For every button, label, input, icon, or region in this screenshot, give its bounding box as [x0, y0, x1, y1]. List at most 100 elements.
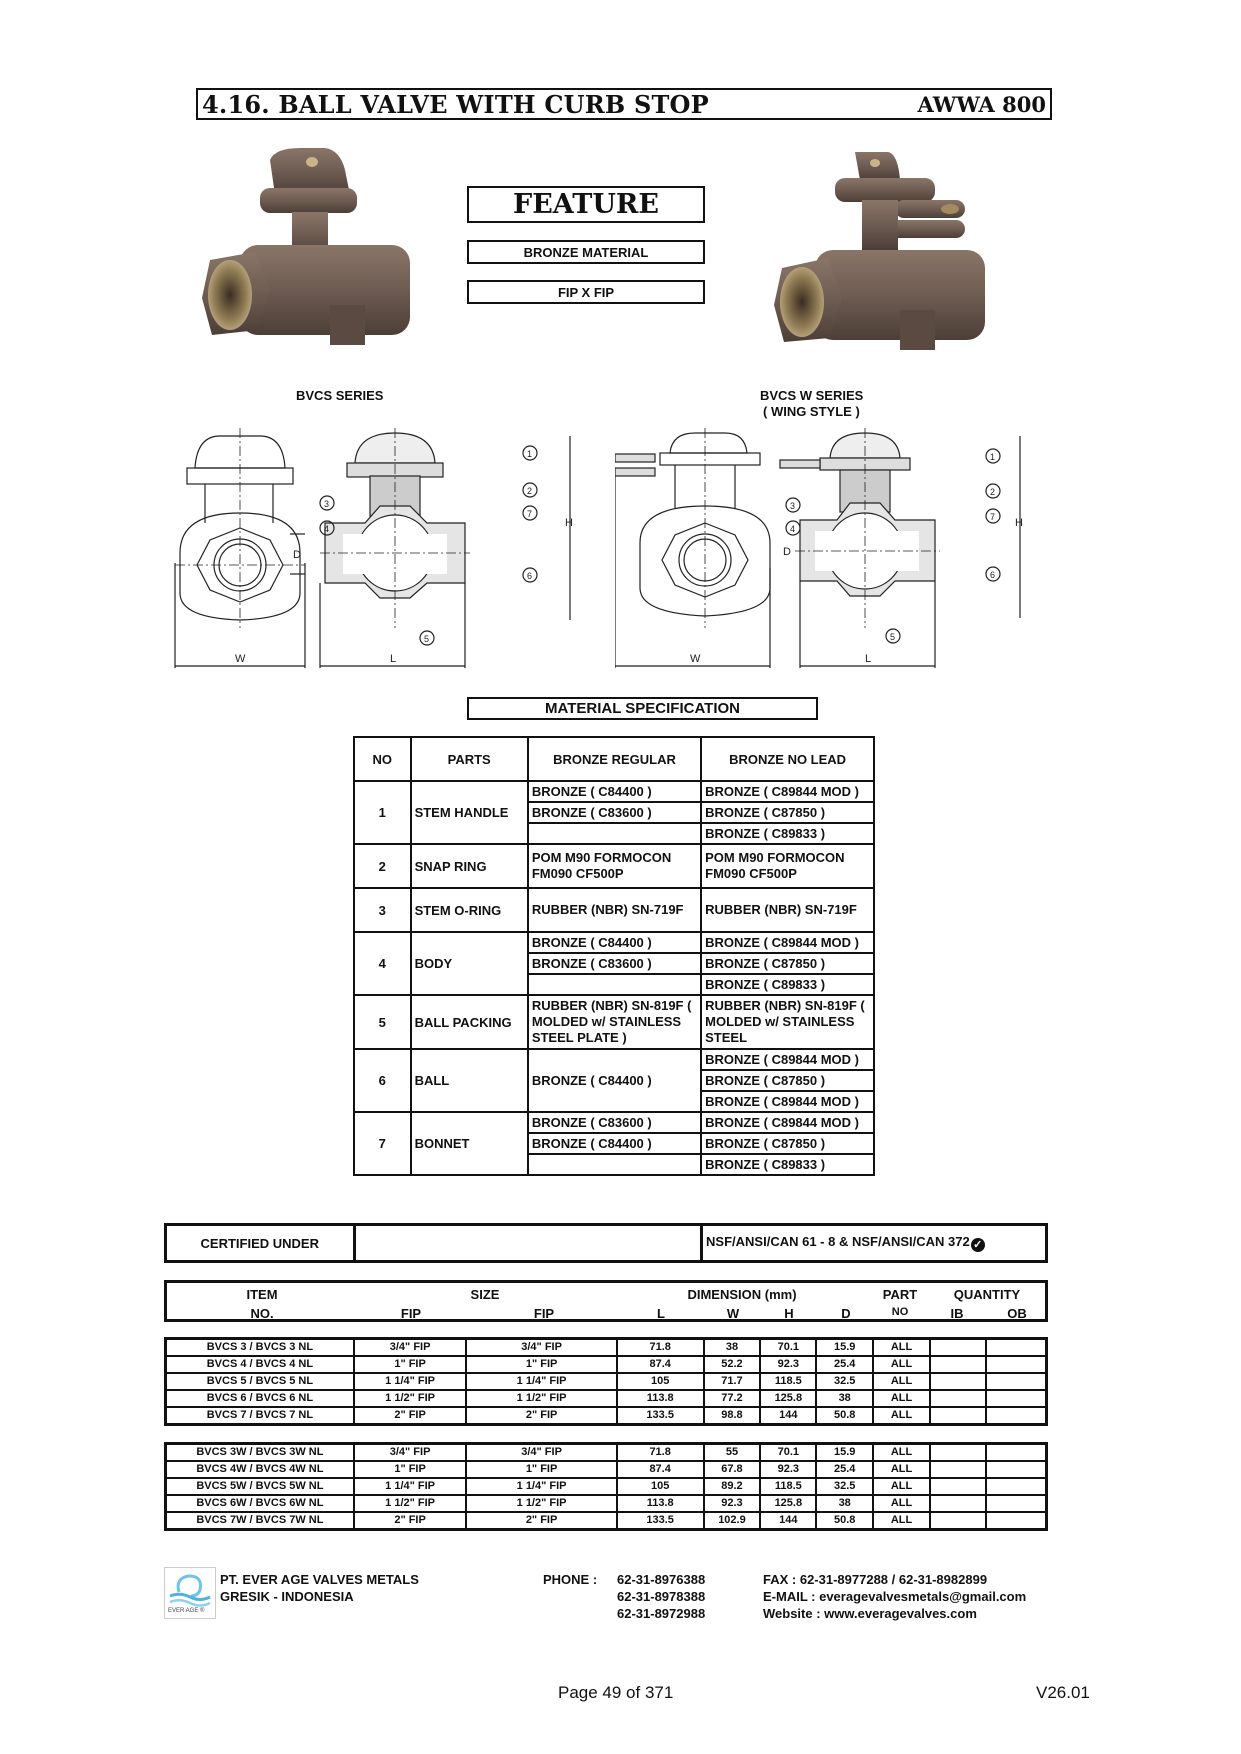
regular-material: BRONZE ( C83600 )	[526, 801, 703, 824]
regular-material	[526, 822, 703, 845]
page-title-bar: 4.16. BALL VALVE WITH CURB STOP AWWA 800	[196, 88, 1052, 120]
table-cell: 15.9	[815, 1337, 875, 1357]
table-row: 1 STEM HANDLE BRONZE ( C84400 ) BRONZE (…	[353, 780, 875, 845]
table-cell	[928, 1494, 987, 1513]
website-link[interactable]: Website : www.everagevalves.com	[763, 1606, 977, 1621]
product-photo-bvcs	[200, 140, 430, 370]
caption-bvcs-w-title: BVCS W SERIES	[760, 388, 864, 403]
table-cell: 3/4" FIP	[465, 1337, 618, 1357]
header-dimension: DIMENSION (mm)	[687, 1287, 797, 1302]
phone-list: 62-31-8976388 62-31-8978388 62-31-897298…	[617, 1571, 705, 1622]
table-cell	[984, 1477, 1048, 1496]
feature-item-connection: FIP X FIP	[467, 280, 705, 304]
page-number: Page 49 of 371	[558, 1683, 674, 1702]
header-part: PART	[882, 1287, 918, 1302]
table-cell: ALL	[872, 1477, 931, 1496]
table-cell: 3/4" FIP	[465, 1442, 618, 1462]
table-cell: 71.8	[615, 1337, 705, 1357]
table-cell: 3/4" FIP	[352, 1337, 468, 1357]
certification-value: NSF/ANSI/CAN 61 - 8 & NSF/ANSI/CAN 372✓	[700, 1223, 1048, 1263]
table-cell: 87.4	[615, 1460, 705, 1479]
part-no: 4	[353, 931, 412, 996]
table-cell: 52.2	[702, 1355, 762, 1374]
certification-blank	[352, 1223, 704, 1263]
regular-material	[526, 973, 703, 996]
table-cell: ALL	[872, 1355, 931, 1374]
regular-material: BRONZE ( C84400 )	[526, 1132, 703, 1155]
regular-material: BRONZE ( C84400 )	[526, 1048, 703, 1113]
col-bronze-no-lead: BRONZE NO LEAD	[700, 736, 875, 782]
table-cell: 1 1/2" FIP	[352, 1494, 468, 1513]
technical-drawing-bvcs: W D L H 1 2 3 4 5 6 7	[165, 428, 585, 678]
table-cell: 25.4	[815, 1355, 875, 1374]
header-part-no: NO	[891, 1306, 909, 1318]
table-cell: 92.3	[759, 1460, 818, 1479]
table-row: 3 STEM O-RING RUBBER (NBR) SN-719F RUBBE…	[353, 887, 875, 933]
company-info: PT. EVER AGE VALVES METALS GRESIK - INDO…	[220, 1571, 419, 1605]
regular-material: BRONZE ( C84400 )	[526, 780, 703, 803]
table-row: 4 BODY BRONZE ( C84400 ) BRONZE ( C89844…	[353, 931, 875, 996]
table-cell: 87.4	[615, 1355, 705, 1374]
table-cell	[984, 1355, 1048, 1374]
table-cell: BVCS 3W / BVCS 3W NL	[164, 1442, 355, 1462]
page-title: 4.16. BALL VALVE WITH CURB STOP	[202, 89, 709, 119]
table-cell: 38	[815, 1494, 875, 1513]
nolead-material: BRONZE ( C87850 )	[700, 801, 875, 824]
header-quantity: QUANTITY	[953, 1287, 1021, 1302]
table-cell	[928, 1460, 987, 1479]
svg-text:4: 4	[324, 524, 329, 534]
nolead-material: RUBBER (NBR) SN-719F	[700, 887, 875, 933]
email-address[interactable]: E-MAIL : everagevalvesmetals@gmail.com	[763, 1589, 1027, 1604]
svg-text:6: 6	[990, 570, 995, 580]
material-spec-table: NO PARTS BRONZE REGULAR BRONZE NO LEAD 1…	[353, 736, 875, 1176]
table-cell: 144	[759, 1511, 818, 1531]
nolead-material: BRONZE ( C89844 MOD )	[700, 931, 875, 954]
table-cell	[984, 1442, 1048, 1462]
svg-text:2: 2	[990, 487, 995, 497]
table-cell: BVCS 6 / BVCS 6 NL	[164, 1389, 355, 1408]
table-row: BRONZE ( C87850 )	[354, 1069, 875, 1092]
table-cell: 1 1/2" FIP	[352, 1389, 468, 1408]
table-cell: BVCS 5 / BVCS 5 NL	[164, 1372, 355, 1391]
table-cell	[984, 1372, 1048, 1391]
part-name: BONNET	[409, 1111, 529, 1176]
col-no: NO	[353, 736, 412, 782]
table-cell: ALL	[872, 1494, 931, 1513]
part-no: 7	[353, 1111, 412, 1176]
svg-text:1: 1	[527, 449, 532, 459]
table-cell: 133.5	[615, 1406, 705, 1426]
table-cell: BVCS 7 / BVCS 7 NL	[164, 1406, 355, 1426]
svg-text:W: W	[235, 653, 246, 665]
nolead-material: BRONZE ( C89844 MOD )	[700, 1048, 875, 1071]
part-no: 5	[353, 994, 412, 1050]
phone-number: 62-31-8976388	[617, 1572, 706, 1587]
table-cell: 1" FIP	[465, 1355, 618, 1374]
part-name: STEM O-RING	[409, 887, 529, 933]
nolead-material: POM M90 FORMOCON FM090 CF500P	[700, 843, 875, 889]
nolead-material: BRONZE ( C89833 )	[700, 973, 875, 996]
logo-text: EVER AGE ®	[168, 1608, 205, 1614]
nolead-material: BRONZE ( C87850 )	[700, 1132, 875, 1155]
header-h: H	[784, 1306, 794, 1321]
svg-text:D: D	[293, 549, 301, 561]
header-ib: IB	[950, 1306, 964, 1321]
table-cell: 2" FIP	[465, 1511, 618, 1531]
svg-text:1: 1	[990, 452, 995, 462]
table-cell: 125.8	[759, 1389, 818, 1408]
table-cell: ALL	[872, 1337, 931, 1357]
col-bronze-regular: BRONZE REGULAR	[526, 736, 703, 782]
regular-material: POM M90 FORMOCON FM090 CF500P	[526, 843, 703, 889]
table-cell: 92.3	[759, 1355, 818, 1374]
table-row: BRONZE ( C89833 )	[354, 973, 875, 996]
table-cell: 1 1/4" FIP	[352, 1372, 468, 1391]
table-cell	[984, 1511, 1048, 1531]
table-cell: 55	[702, 1442, 762, 1462]
header-no: NO.	[250, 1306, 274, 1321]
table-cell	[984, 1337, 1048, 1357]
